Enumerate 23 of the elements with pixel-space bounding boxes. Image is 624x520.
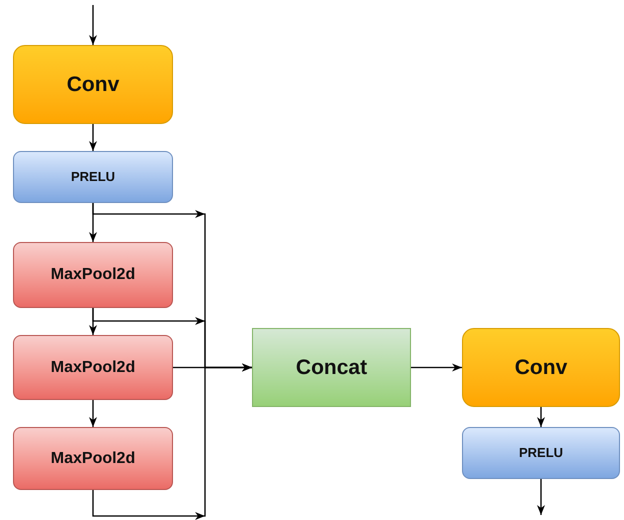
arrow (89, 400, 97, 427)
arrow (89, 5, 97, 45)
box-label: MaxPool2d (50, 358, 136, 378)
arrow (537, 479, 545, 515)
arrow (92, 364, 252, 520)
box-label: Conv (66, 72, 120, 98)
maxpool-box (13, 335, 173, 400)
arrow (89, 124, 97, 151)
conv-box (13, 45, 173, 124)
arrow (537, 407, 545, 427)
maxpool-box (13, 427, 173, 490)
box-label: Conv (514, 354, 568, 381)
box-label: PRELU (70, 168, 116, 186)
box-label: MaxPool2d (50, 265, 136, 285)
arrow (411, 364, 462, 372)
box-label: MaxPool2d (50, 448, 136, 468)
activation-box (462, 427, 620, 479)
box-label: PRELU (518, 444, 564, 462)
activation-box (13, 151, 173, 203)
maxpool-box (13, 242, 173, 308)
conv-box (462, 328, 620, 407)
box-label: Concat (296, 354, 368, 381)
concat-box (252, 328, 411, 407)
